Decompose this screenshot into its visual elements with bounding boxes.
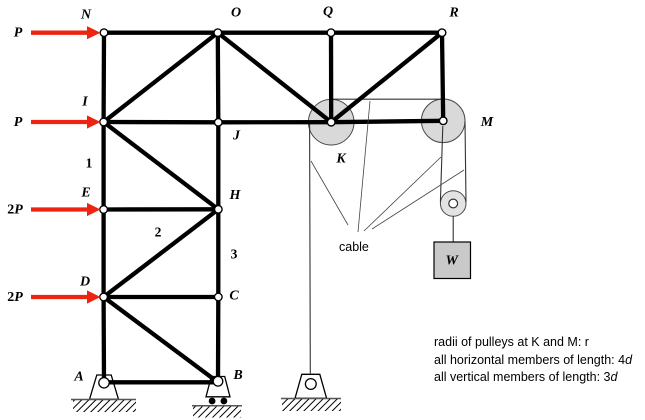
joint-label-O: O (231, 6, 241, 21)
joint-label-N: N (80, 8, 92, 23)
joint-label-I: I (81, 95, 88, 110)
cable-segment-4 (439, 125, 444, 203)
cable-leader-2 (357, 100, 371, 233)
joint-label-H: H (229, 188, 242, 203)
joint-label-Q: Q (323, 5, 333, 20)
member-K-M (331, 118, 444, 125)
joint-label-E: E (80, 186, 90, 201)
joint-label-K: K (335, 152, 347, 167)
support-roller-wheel-right (220, 397, 228, 405)
support-roller-wheel-left (208, 397, 216, 405)
ground-hatch-anchor (282, 399, 341, 411)
support-pin-circle-anchor (304, 377, 317, 391)
joint-K (326, 117, 336, 127)
joint-label-M: M (480, 115, 494, 130)
force-arrow-head-2 (87, 115, 101, 129)
joint-J (213, 117, 223, 127)
member-D-B (102, 295, 220, 385)
member-O-J (215, 32, 221, 123)
note-line-vertical-members: all vertical members of length: 3d (434, 370, 618, 384)
force-arrow-head-4 (87, 290, 101, 304)
joint-M (438, 116, 448, 126)
force-label-2: P (14, 115, 23, 130)
force-label-4: 2P (7, 290, 23, 305)
support-pin-circle-A (98, 376, 110, 389)
notes-block: radii of pulleys at K and M: r all horiz… (434, 334, 632, 387)
cable-segment-3 (464, 121, 467, 203)
joint-label-B: B (232, 368, 242, 383)
joint-Q (326, 28, 336, 38)
cable-segment-1 (309, 121, 311, 375)
cable-leader-4 (371, 169, 465, 230)
weight-label: W (446, 253, 460, 268)
member-number-3: 3 (231, 247, 238, 262)
joint-C (213, 292, 223, 302)
joint-label-J: J (232, 129, 241, 144)
weight-box (433, 241, 472, 280)
joint-H (213, 204, 223, 214)
joint-label-R: R (448, 6, 458, 21)
force-arrow-head-1 (87, 26, 101, 40)
force-label-3: 2P (7, 202, 23, 217)
joint-N (99, 28, 109, 38)
joint-label-A: A (73, 370, 83, 385)
cable-label: cable (339, 240, 369, 254)
cable-leader-3 (363, 156, 442, 232)
support-pin-circle-B (212, 375, 224, 387)
member-K-R (329, 31, 444, 124)
joint-I (99, 117, 109, 127)
member-number-2: 2 (155, 225, 162, 240)
joint-D (99, 292, 109, 302)
note-line-horizontal-members: all horizontal members of length: 4d (434, 352, 633, 367)
member-I-H (102, 120, 220, 212)
hanging-pulley-axle (448, 198, 459, 209)
force-arrow-head-3 (87, 202, 101, 217)
member-I-O (102, 31, 220, 124)
joint-label-D: D (79, 275, 90, 290)
member-O-K (216, 31, 333, 124)
member-number-1: 1 (86, 156, 93, 171)
member-R-M (439, 32, 446, 121)
member-H-D (102, 207, 220, 299)
joint-R (437, 28, 447, 38)
cable-leader-1 (310, 160, 349, 226)
ground-hatch-A (73, 400, 136, 412)
joint-E (99, 204, 109, 214)
ground-hatch-B (193, 406, 241, 418)
note-line-pulley-radii: radii of pulleys at K and M: r (434, 335, 589, 349)
force-label-1: P (14, 25, 23, 40)
joint-label-C: C (229, 289, 239, 304)
joint-O (213, 28, 223, 38)
